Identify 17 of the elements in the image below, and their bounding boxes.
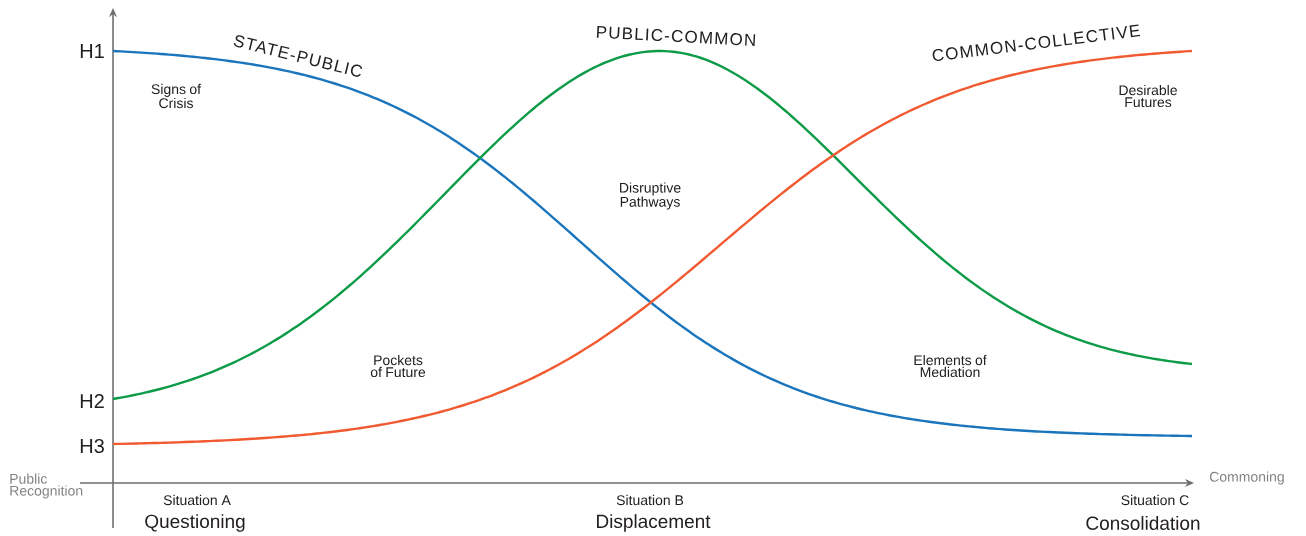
situation-label: Situation B xyxy=(616,494,684,506)
situation-label: Situation C xyxy=(1121,494,1189,506)
phase-label: Signs of Crisis xyxy=(151,83,202,109)
stage-label: Displacement xyxy=(597,514,711,532)
curve-label: PUBLIC-COMMON xyxy=(596,26,756,46)
phase-label: Elements of Mediation xyxy=(914,354,987,378)
axis-label: Public Recognition xyxy=(10,473,83,499)
level-label: H1 xyxy=(80,44,104,58)
level-label: H3 xyxy=(80,438,104,454)
stage-label: Consolidation xyxy=(1086,516,1200,530)
axis-label: Commoning xyxy=(1209,471,1284,485)
situation-label: Situation A xyxy=(163,494,231,506)
phase-label: Disruptive Pathways xyxy=(620,182,681,210)
stage-label: Questioning xyxy=(145,514,245,532)
phase-label: Desirable Futures xyxy=(1119,84,1177,108)
level-label: H2 xyxy=(80,394,104,408)
phase-label: Pockets of Future xyxy=(370,354,426,378)
